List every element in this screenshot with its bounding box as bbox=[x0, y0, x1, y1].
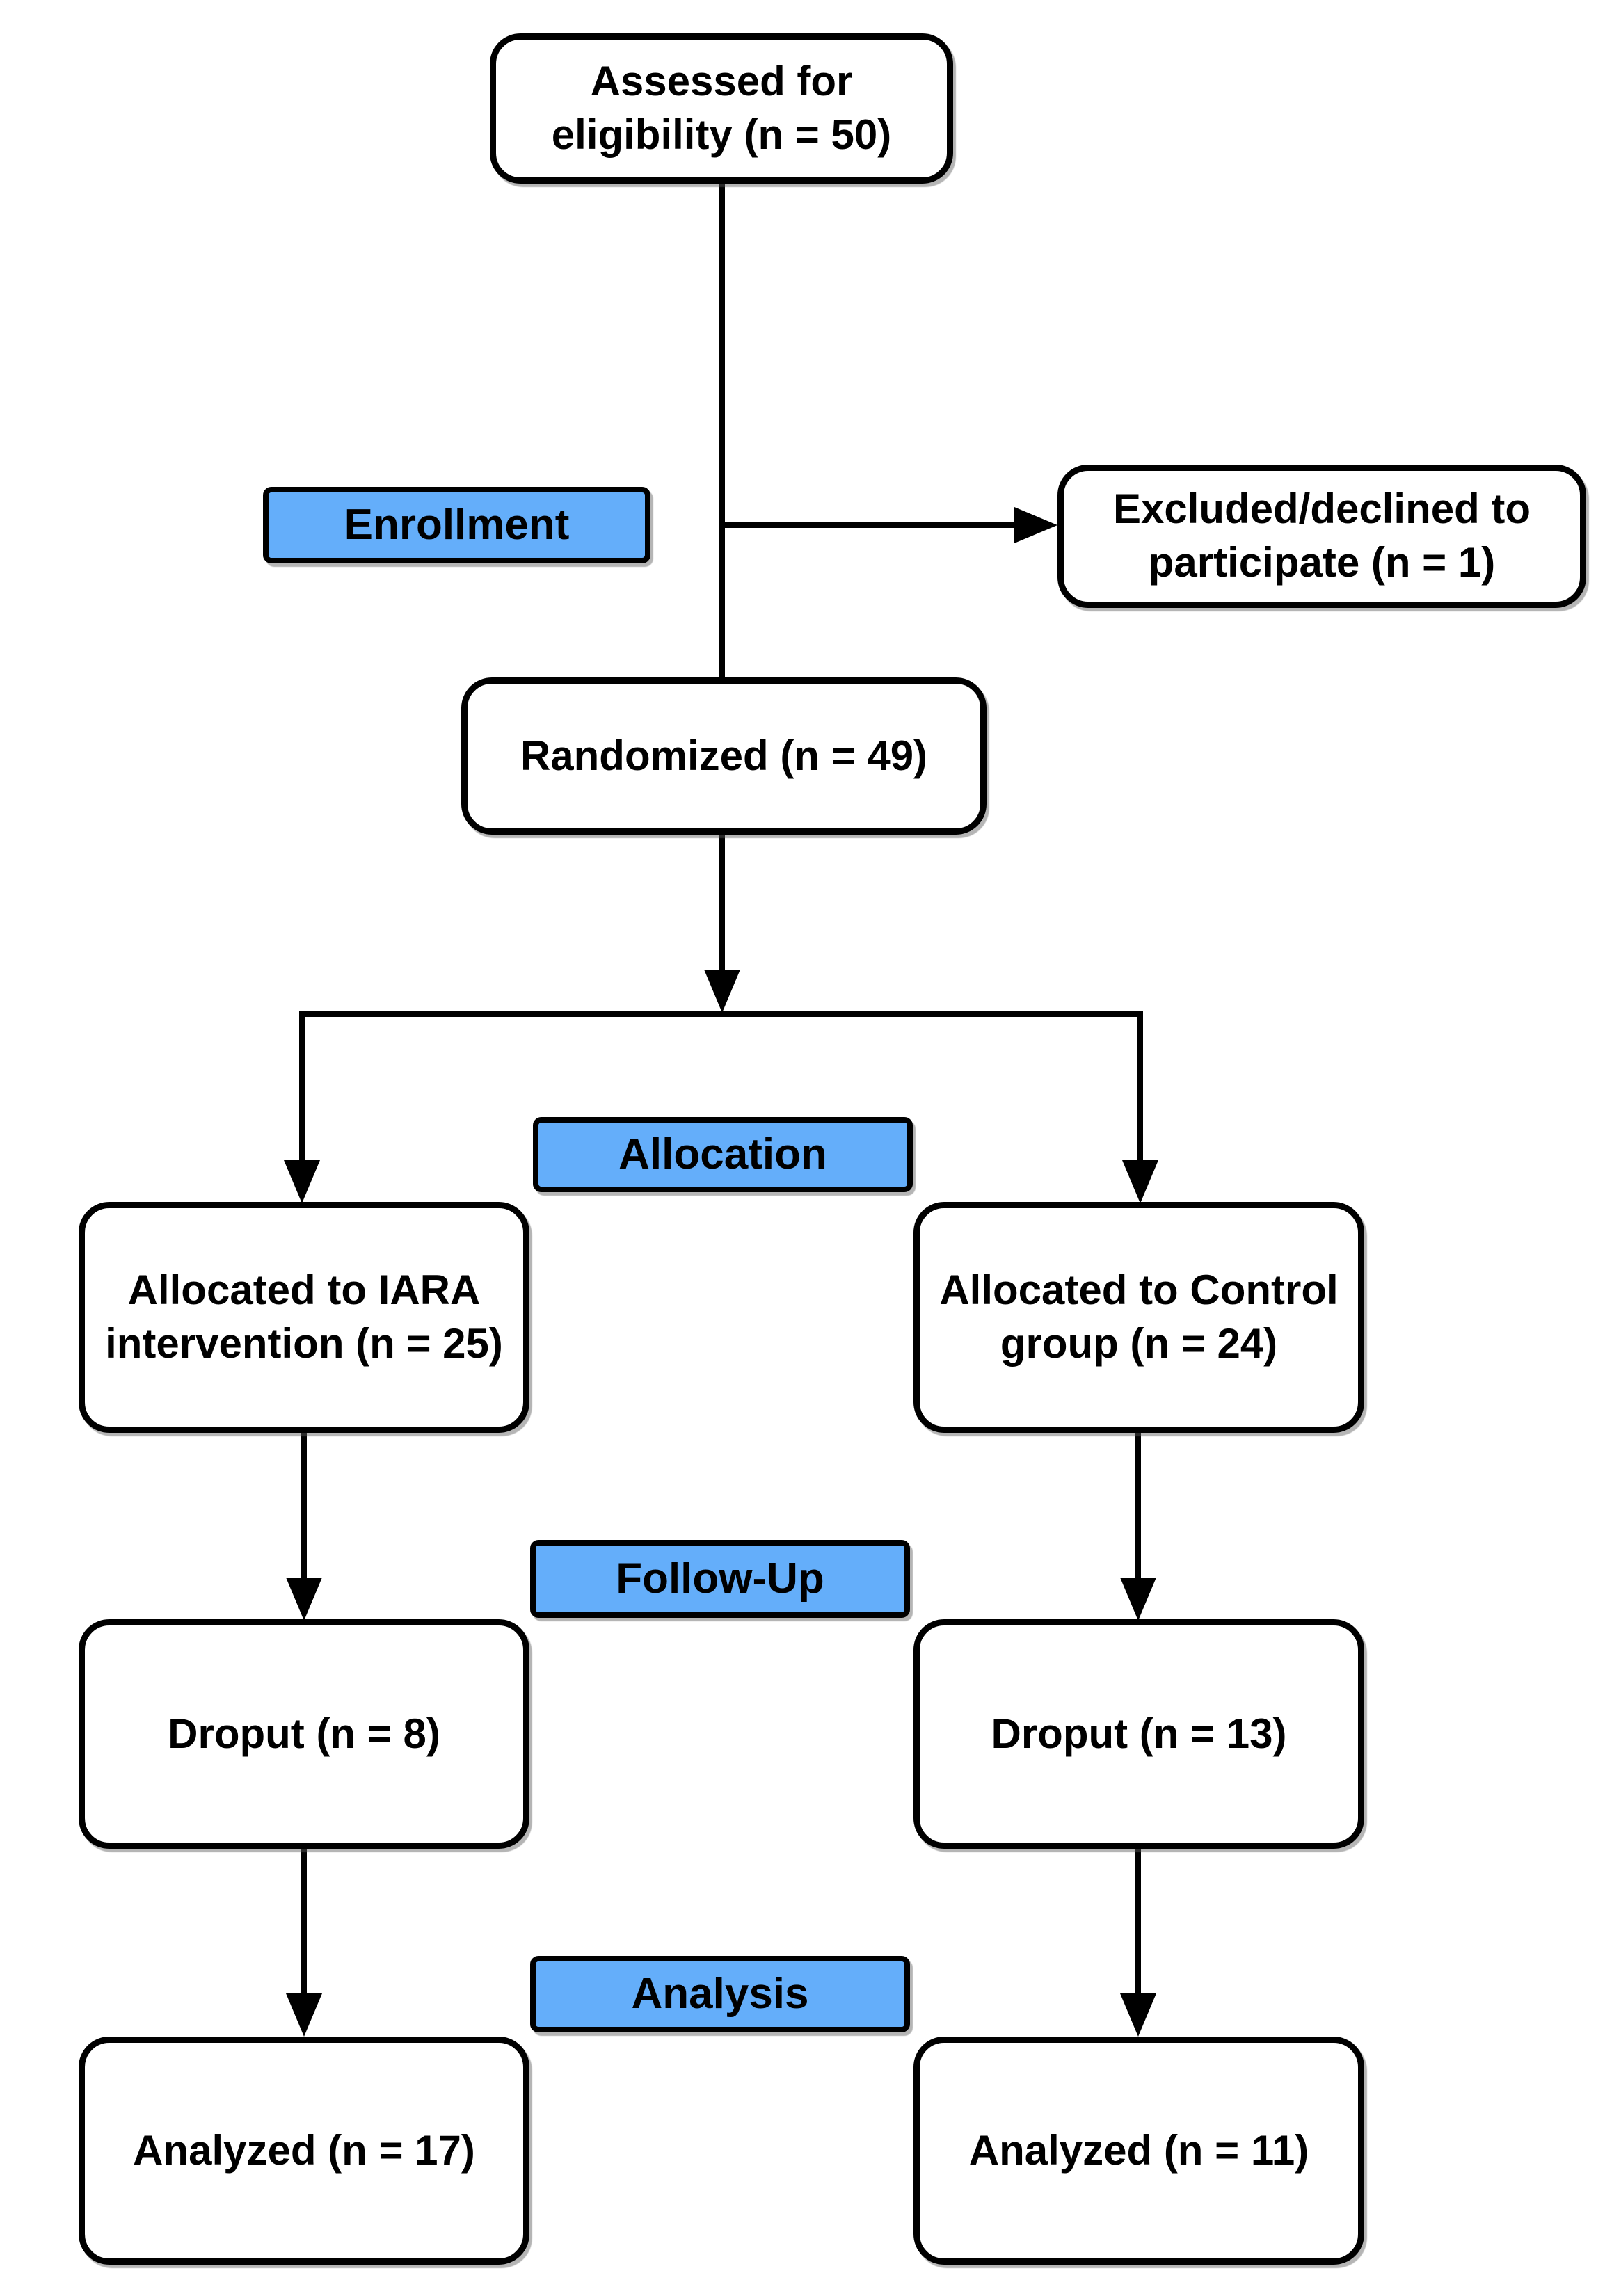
node-label: Droput (n = 8) bbox=[168, 1710, 440, 1757]
arrowhead-down-icon bbox=[1120, 1578, 1156, 1621]
node-analyzed-intervention: Analyzed (n = 17) bbox=[79, 2037, 529, 2265]
node-allocated-control: Allocated to Control group (n = 24) bbox=[913, 1202, 1364, 1433]
connector-to-excluded bbox=[722, 522, 1017, 528]
arrowhead-down-icon bbox=[1122, 1160, 1158, 1203]
stage-label-followup: Follow-Up bbox=[530, 1540, 910, 1618]
node-label: Droput (n = 13) bbox=[991, 1710, 1287, 1757]
node-analyzed-control: Analyzed (n = 11) bbox=[913, 2037, 1364, 2265]
arrowhead-right-icon bbox=[1014, 507, 1057, 543]
node-label: Allocated to IARA intervention (n = 25) bbox=[105, 1267, 503, 1367]
connector-alloc-to-dropout-right bbox=[1135, 1431, 1141, 1579]
node-label: Analyzed (n = 17) bbox=[133, 2126, 475, 2174]
arrowhead-down-icon bbox=[286, 1993, 322, 2037]
connector-branch-to-alloc-right bbox=[1137, 1011, 1143, 1162]
connector-randomized-to-branch bbox=[719, 833, 725, 971]
stage-label-text: Analysis bbox=[631, 1970, 809, 2018]
arrowhead-down-icon bbox=[286, 1578, 322, 1621]
stage-label-text: Enrollment bbox=[344, 501, 570, 549]
node-label: Randomized (n = 49) bbox=[520, 732, 928, 779]
node-dropout-intervention: Droput (n = 8) bbox=[79, 1619, 529, 1849]
arrowhead-down-icon bbox=[704, 970, 740, 1013]
stage-label-allocation: Allocation bbox=[533, 1117, 913, 1192]
connector-branch-bar bbox=[299, 1011, 1143, 1017]
node-label: Analyzed (n = 11) bbox=[968, 2126, 1309, 2174]
arrowhead-down-icon bbox=[284, 1160, 320, 1203]
node-label: Assessed for eligibility (n = 50) bbox=[551, 58, 892, 158]
connector-dropout-to-analyzed-left bbox=[301, 1847, 307, 1995]
connector-assessed-to-randomized bbox=[719, 182, 725, 680]
node-assessed-eligibility: Assessed for eligibility (n = 50) bbox=[490, 33, 953, 184]
stage-label-analysis: Analysis bbox=[530, 1956, 910, 2032]
connector-alloc-to-dropout-left bbox=[301, 1431, 307, 1579]
stage-label-enrollment: Enrollment bbox=[263, 487, 650, 563]
node-excluded: Excluded/declined to participate (n = 1) bbox=[1057, 465, 1586, 608]
arrowhead-down-icon bbox=[1120, 1993, 1156, 2037]
node-allocated-intervention: Allocated to IARA intervention (n = 25) bbox=[79, 1202, 529, 1433]
node-dropout-control: Droput (n = 13) bbox=[913, 1619, 1364, 1849]
connector-dropout-to-analyzed-right bbox=[1135, 1847, 1141, 1995]
connector-branch-to-alloc-left bbox=[299, 1011, 305, 1162]
stage-label-text: Allocation bbox=[618, 1130, 827, 1178]
node-randomized: Randomized (n = 49) bbox=[461, 677, 987, 835]
node-label: Excluded/declined to participate (n = 1) bbox=[1112, 485, 1531, 586]
node-label: Allocated to Control group (n = 24) bbox=[939, 1267, 1339, 1367]
stage-label-text: Follow-Up bbox=[616, 1555, 824, 1603]
